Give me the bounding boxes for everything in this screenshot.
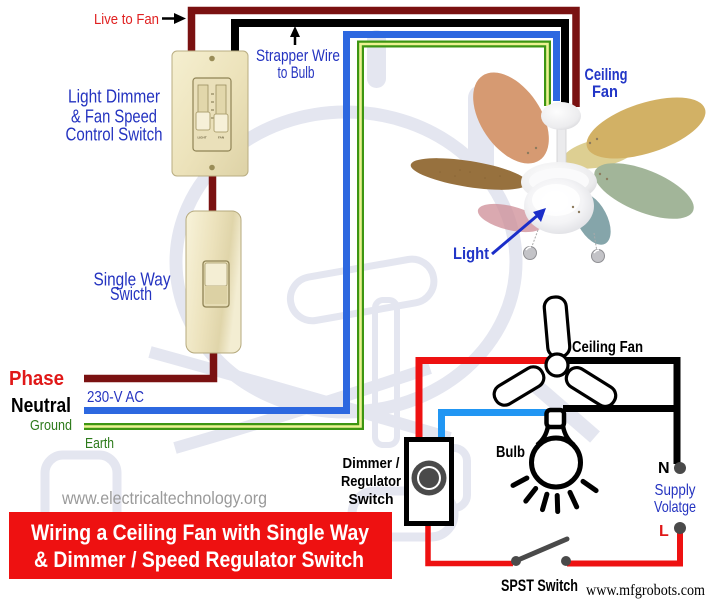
svg-text:Control Switch: Control Switch	[66, 125, 163, 145]
svg-text:L: L	[659, 523, 669, 540]
svg-text:Volatge: Volatge	[654, 499, 696, 516]
svg-text:Earth: Earth	[85, 435, 114, 452]
svg-text:Ceiling: Ceiling	[585, 65, 628, 84]
svg-text:www.mfgrobots.com: www.mfgrobots.com	[586, 582, 705, 599]
svg-text:to Bulb: to Bulb	[278, 64, 315, 82]
svg-text:Fan: Fan	[592, 82, 618, 101]
svg-text:Single Way: Single Way	[94, 270, 171, 290]
svg-text:FAN: FAN	[218, 136, 224, 140]
svg-text:Dimmer /: Dimmer /	[343, 455, 401, 472]
svg-text:Strapper Wire: Strapper Wire	[256, 47, 340, 65]
svg-text:SPST Switch: SPST Switch	[501, 577, 578, 595]
svg-text:Supply: Supply	[655, 482, 696, 499]
svg-text:Swicth: Swicth	[110, 284, 152, 304]
svg-text:Light: Light	[453, 244, 489, 263]
svg-text:Ground: Ground	[30, 417, 72, 434]
svg-text:& Fan Speed: & Fan Speed	[71, 107, 157, 127]
svg-text:& Dimmer / Speed Regulator Swi: & Dimmer / Speed Regulator Switch	[34, 547, 364, 572]
svg-text:Wiring a Ceiling Fan with Sing: Wiring a Ceiling Fan with Single Way	[31, 520, 370, 545]
svg-text:N: N	[658, 460, 670, 477]
svg-text:LIGHT: LIGHT	[197, 136, 206, 140]
svg-text:Live to Fan: Live to Fan	[94, 11, 159, 28]
svg-text:Bulb: Bulb	[496, 444, 525, 461]
svg-text:Light Dimmer: Light Dimmer	[68, 87, 160, 107]
svg-text:Switch: Switch	[349, 491, 394, 508]
svg-text:Neutral: Neutral	[11, 395, 71, 417]
svg-text:Regulator: Regulator	[341, 473, 401, 490]
svg-text:www.electricaltechnology.org: www.electricaltechnology.org	[61, 488, 267, 508]
svg-text:Phase: Phase	[9, 368, 64, 390]
svg-text:Ceiling Fan: Ceiling Fan	[572, 339, 643, 356]
svg-text:230-V AC: 230-V AC	[87, 389, 144, 406]
